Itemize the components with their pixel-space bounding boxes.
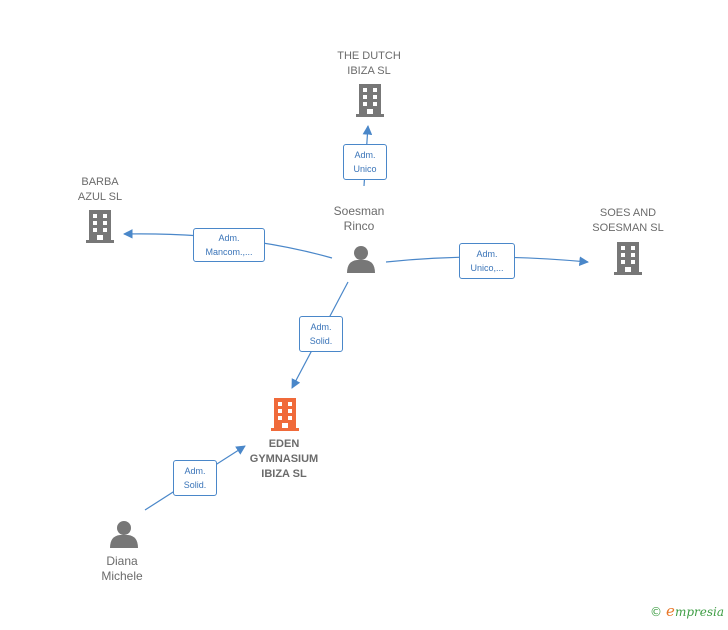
edge-label-diana-to-eden[interactable]: Adm. Solid.	[173, 460, 217, 496]
edge-label-to-barba-azul[interactable]: Adm. Mancom.,...	[193, 228, 265, 262]
edge-label-rinco-to-eden[interactable]: Adm. Solid.	[299, 316, 343, 352]
copyright-icon: ©	[650, 605, 663, 619]
building-icon[interactable]	[614, 242, 642, 275]
node-label-barba-azul[interactable]: BARBA AZUL SL	[77, 176, 123, 203]
node-label-soesman-rinco[interactable]: Soesman Rinco	[333, 204, 385, 233]
building-icon-focus[interactable]	[271, 398, 299, 431]
edge-label-to-soes[interactable]: Adm. Unico,...	[459, 243, 515, 279]
building-icon[interactable]	[356, 84, 384, 117]
node-label-diana-michele[interactable]: Diana Michele	[101, 554, 143, 583]
node-label-the-dutch[interactable]: THE DUTCH IBIZA SL	[337, 50, 401, 77]
copyright-brand: ©empresia	[650, 602, 724, 620]
brand-name: mpresia	[674, 605, 724, 619]
person-icon[interactable]	[110, 521, 138, 548]
brand-initial: e	[666, 602, 675, 620]
building-icon[interactable]	[86, 210, 114, 243]
node-label-eden[interactable]: EDEN GYMNASIUM IBIZA SL	[249, 438, 319, 480]
node-label-soes-and-soesman[interactable]: SOES AND SOESMAN SL	[592, 207, 664, 234]
person-icon[interactable]	[347, 246, 375, 273]
edge-label-to-the-dutch[interactable]: Adm. Unico	[343, 144, 387, 180]
